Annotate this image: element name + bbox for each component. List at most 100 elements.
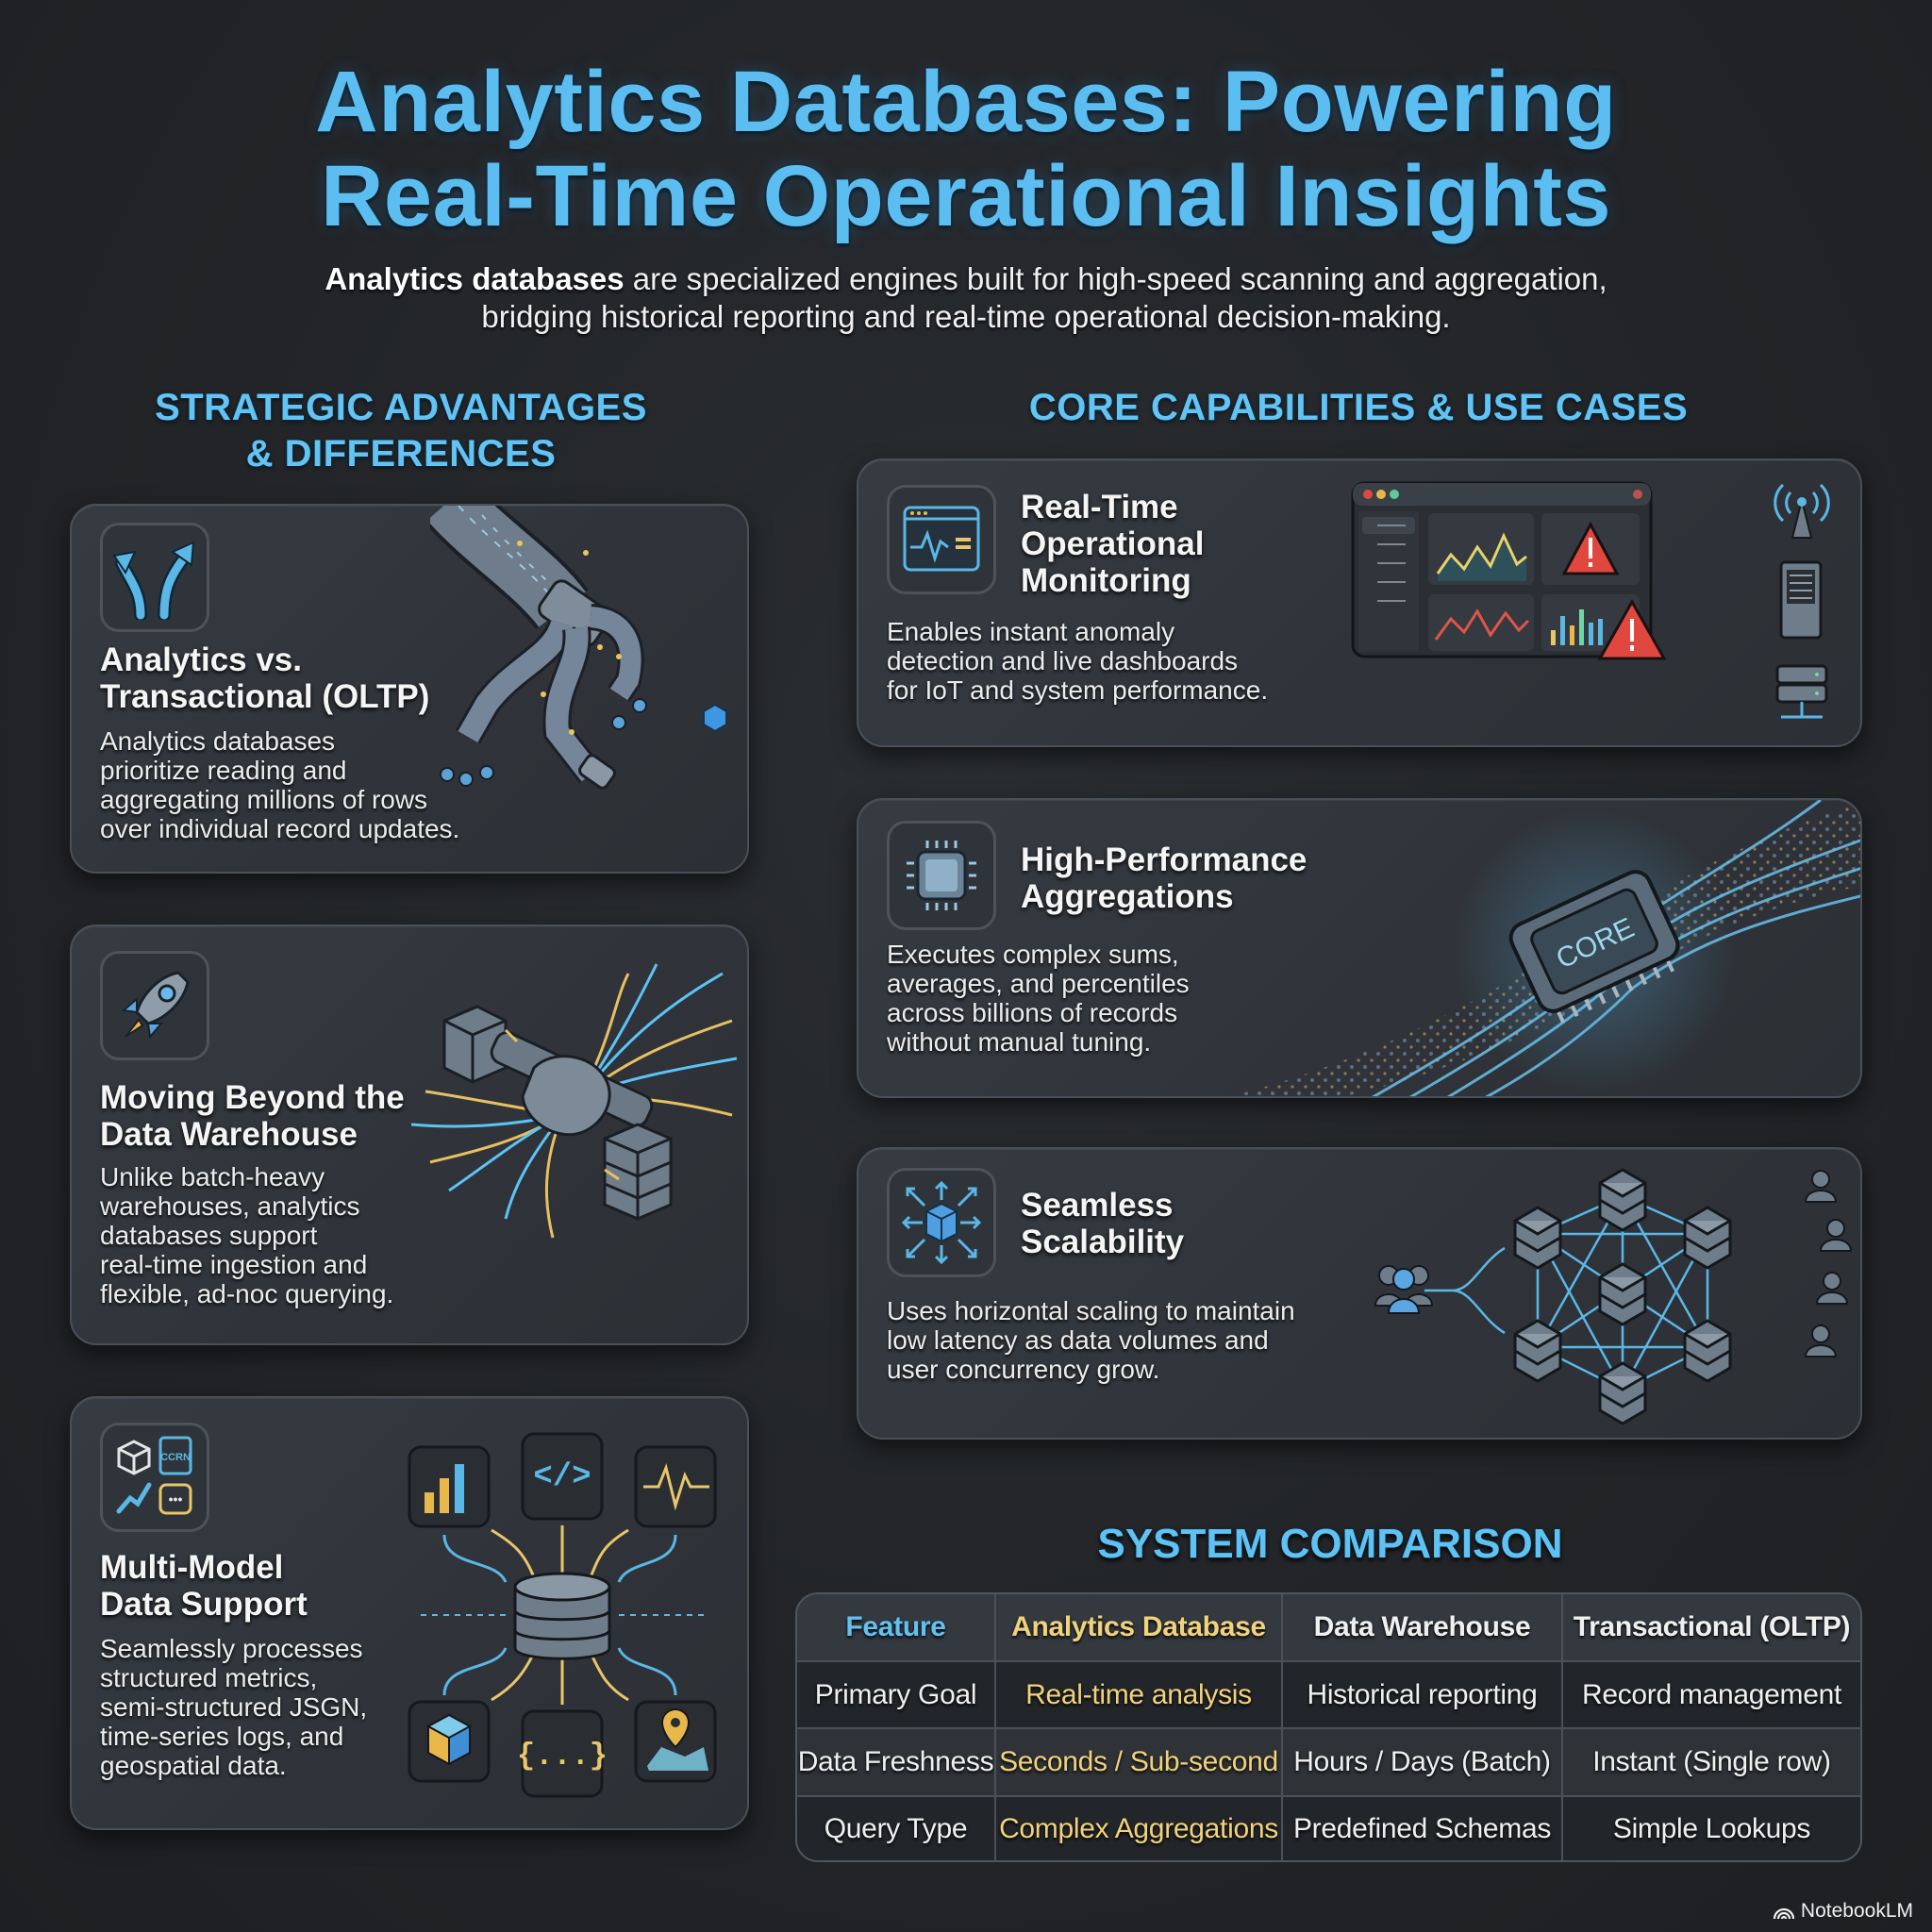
infrastructure-side-icons [1774, 483, 1830, 719]
json-tag-text: {...} [517, 1739, 608, 1774]
table-header-cell: Analytics Database [996, 1594, 1283, 1662]
table-cell: Historical reporting [1283, 1662, 1563, 1729]
card-body-line: Enables instant anomaly [887, 617, 1175, 646]
scale-out-cube-icon [887, 1168, 996, 1277]
watermark-label: NotebookLM [1800, 1900, 1913, 1922]
card-body-line: aggregating millions of rows [100, 785, 428, 814]
table-cell: Predefined Schemas [1283, 1797, 1563, 1860]
card-body-line: low latency as data volumes and [887, 1325, 1269, 1355]
card-title-line: High-Performance [1021, 841, 1307, 878]
card-title-line: Analytics vs. [100, 641, 302, 678]
title-line-2: Real-Time Operational Insights [320, 148, 1612, 244]
card-body-line: user concurrency grow. [887, 1355, 1160, 1384]
card-body-line: warehouses, analytics [100, 1191, 360, 1221]
card-body-line: flexible, ad-noc querying. [100, 1279, 394, 1308]
card-realtime-monitoring: Real-Time Operational Monitoring Enables… [857, 458, 1862, 747]
card-body-line: structured metrics, [100, 1663, 318, 1692]
table-cell: Query Type [797, 1797, 996, 1860]
table-cell: Instant (Single row) [1563, 1729, 1860, 1797]
card-body: Enables instant anomaly detection and li… [887, 617, 1268, 705]
node-cluster-illustration [1374, 1168, 1853, 1425]
card-body-line: Analytics databases [100, 726, 336, 756]
subtitle-line-2: bridging historical reporting and real-t… [481, 299, 1451, 334]
table-cell: Simple Lookups [1563, 1797, 1860, 1860]
card-body-line: real-time ingestion and [100, 1250, 368, 1279]
card-title-line: Operational [1021, 525, 1205, 562]
table-cell: Real-time analysis [996, 1662, 1283, 1729]
table-header-cell: Transactional (OLTP) [1563, 1594, 1860, 1662]
title-line-1: Analytics Databases: Powering [315, 54, 1617, 150]
table-cell: Record management [1563, 1662, 1860, 1729]
card-title: High-Performance Aggregations [1021, 841, 1307, 915]
card-title-line: Multi-Model [100, 1549, 284, 1586]
diverging-arrows-icon [100, 523, 209, 632]
left-section-heading: STRATEGIC ADVANTAGES & DIFFERENCES [104, 385, 698, 477]
card-body-line: semi-structured JSGN, [100, 1692, 368, 1722]
code-tag-text: </> [533, 1459, 591, 1495]
left-heading-line-1: STRATEGIC ADVANTAGES [155, 387, 647, 428]
card-multi-model: CCRN ••• Multi-Model Data Support Seamle… [70, 1396, 749, 1830]
card-title-line: Data Warehouse [100, 1116, 358, 1153]
card-title-line: Transactional (OLTP) [100, 678, 430, 715]
table-header-cell: Data Warehouse [1283, 1594, 1563, 1662]
multi-model-illustration: </> {...} [408, 1432, 717, 1798]
card-title-line: Real-Time [1021, 489, 1178, 525]
card-body: Analytics databases prioritize reading a… [100, 726, 459, 843]
page-subtitle: Analytics databases are specialized engi… [0, 260, 1932, 336]
card-high-performance-aggregations: High-Performance Aggregations Executes c… [857, 798, 1862, 1098]
card-title-line: Scalability [1021, 1224, 1185, 1260]
dashboard-alerts-illustration [1351, 481, 1667, 660]
card-body-line: across billions of records [887, 998, 1178, 1027]
svg-text:CCRN: CCRN [160, 1452, 191, 1463]
card-body: Executes complex sums, averages, and per… [887, 940, 1190, 1057]
table-cell: Primary Goal [797, 1662, 996, 1729]
pipe-branch-illustration [430, 506, 727, 790]
card-body-line: detection and live dashboards [887, 646, 1239, 675]
card-body-line: prioritize reading and [100, 756, 347, 785]
right-section-heading: CORE CAPABILITIES & USE CASES [1028, 387, 1689, 428]
card-title-line: Seamless [1021, 1187, 1174, 1224]
comparison-title: SYSTEM COMPARISON [1097, 1521, 1563, 1567]
card-body-line: without manual tuning. [887, 1027, 1152, 1057]
card-body-line: databases support [100, 1221, 318, 1250]
server-tower-icon [1779, 560, 1823, 640]
card-body-line: for IoT and system performance. [887, 675, 1269, 705]
card-title: Real-Time Operational Monitoring [1021, 489, 1204, 599]
card-body: Uses horizontal scaling to maintain low … [887, 1296, 1295, 1384]
card-body: Seamlessly processes structured metrics,… [100, 1634, 367, 1780]
table-cell: Hours / Days (Batch) [1283, 1729, 1563, 1797]
card-body-line: over individual record updates. [100, 814, 460, 843]
user-icons [1804, 1170, 1853, 1357]
card-title: Multi-Model Data Support [100, 1549, 308, 1623]
user-group-icon [1374, 1265, 1434, 1314]
table-cell: Data Freshness [797, 1729, 996, 1797]
notebooklm-logo-icon [1773, 1907, 1795, 1920]
card-beyond-warehouse: Moving Beyond the Data Warehouse Unlike … [70, 924, 749, 1345]
multi-model-icon: CCRN ••• [100, 1423, 209, 1532]
core-chip-illustration: CORE [1231, 800, 1860, 1096]
comparison-table: Feature Analytics Database Data Warehous… [795, 1592, 1862, 1862]
card-analytics-vs-oltp: Analytics vs. Transactional (OLTP) Analy… [70, 504, 749, 874]
card-title-line: Monitoring [1021, 562, 1191, 599]
card-title: Analytics vs. Transactional (OLTP) [100, 641, 429, 715]
card-body-line: Executes complex sums, [887, 940, 1179, 969]
subtitle-emphasis: Analytics databases [325, 261, 625, 296]
table-cell: Complex Aggregations [996, 1797, 1283, 1860]
card-body: Unlike batch-heavy warehouses, analytics… [100, 1162, 393, 1308]
card-body-line: time-series logs, and [100, 1722, 344, 1751]
card-title-line: Moving Beyond the [100, 1079, 405, 1116]
card-body-line: Uses horizontal scaling to maintain [887, 1296, 1295, 1325]
rocket-icon [100, 951, 209, 1060]
page-title: Analytics Databases: Powering Real-Time … [0, 55, 1932, 243]
chip-icon [887, 821, 996, 930]
subtitle-line-1: are specialized engines built for high-s… [624, 261, 1607, 296]
notebooklm-watermark: NotebookLM [1773, 1900, 1913, 1923]
network-switch-icon [1775, 664, 1828, 719]
card-body-line: averages, and percentiles [887, 969, 1190, 998]
table-cell: Seconds / Sub-second [996, 1729, 1283, 1797]
card-body-line: geospatial data. [100, 1751, 287, 1780]
card-title: Moving Beyond the Data Warehouse [100, 1079, 405, 1153]
svg-text:•••: ••• [169, 1491, 183, 1507]
left-heading-line-2: & DIFFERENCES [245, 433, 557, 475]
monitor-pulse-icon [887, 485, 996, 594]
